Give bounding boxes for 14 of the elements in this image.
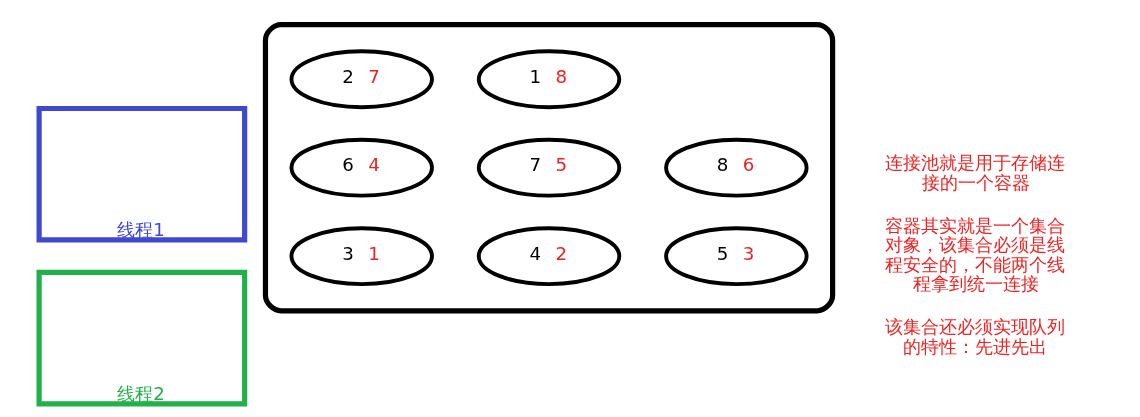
node-ellipse: 3 1	[289, 225, 434, 286]
label: 该集合还必须实现队列的特性：先进先出	[884, 315, 1065, 357]
node-ellipse: 2 7	[289, 48, 434, 109]
node-ellipse: 1 8	[476, 48, 621, 109]
node-ellipse: 6 4	[289, 137, 434, 198]
label: 连接池就是用于存储连接的一个容器	[884, 151, 1065, 193]
node-ellipse: 8 6	[663, 137, 809, 198]
cluster	[262, 21, 835, 313]
node-ellipse: 7 5	[476, 137, 621, 198]
node-box: 线程1	[36, 105, 247, 242]
node-ellipse: 4 2	[476, 225, 621, 286]
label: 容器其实就是一个集合对象，该集合必须是线程安全的，不能两个线程拿到统一连接	[884, 214, 1065, 294]
node-ellipse: 5 3	[663, 225, 809, 286]
node-box: 线程2	[36, 269, 247, 406]
